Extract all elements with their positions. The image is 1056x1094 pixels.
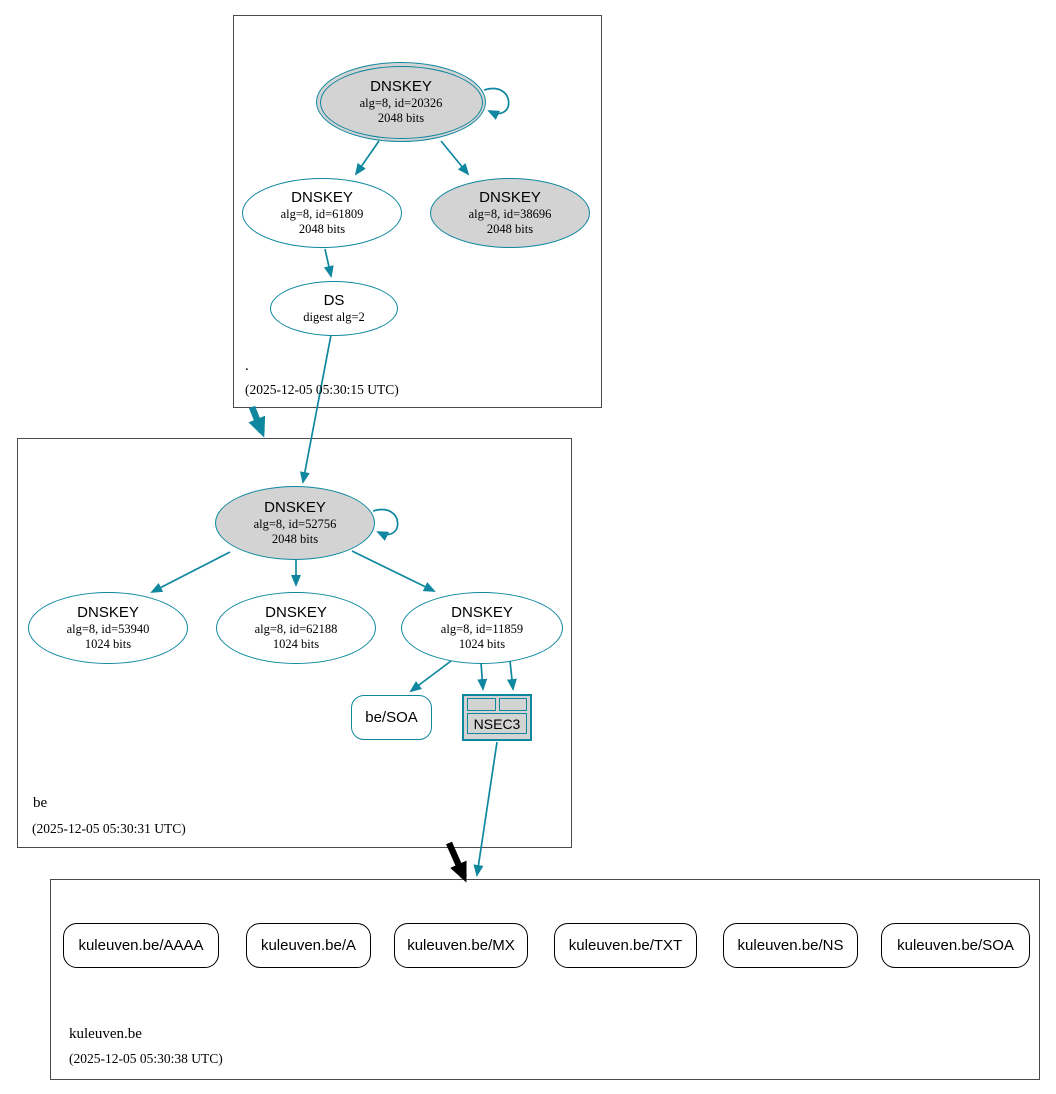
nsec3-rrsig-cells [467,698,527,711]
root-ksk2-title: DNSKEY [479,189,541,207]
kuleuven-zone-label: kuleuven.be [69,1026,142,1042]
rrset-kuleuven-mx[interactable]: kuleuven.be/MX [394,923,528,968]
be-zsk3-node[interactable]: DNSKEY alg=8, id=11859 1024 bits [401,592,563,664]
edge-be-ksk-selfloop [372,508,399,541]
root-ksk2-node[interactable]: DNSKEY alg=8, id=38696 2048 bits [430,178,590,248]
be-nsec3-node[interactable]: NSEC3 [462,694,532,741]
rrset-kuleuven-a-label: kuleuven.be/A [260,937,357,954]
edge-nsec3-proof-to-kuleuven [473,741,498,877]
root-ksk-node[interactable]: DNSKEY alg=8, id=20326 2048 bits [316,62,486,142]
edge-be-ksk-to-zsk1 [150,551,231,593]
root-zone-timestamp: (2025-12-05 05:30:15 UTC) [245,382,399,397]
rrset-kuleuven-soa-label: kuleuven.be/SOA [897,937,1014,954]
edge-root-ksk-to-zsk [354,140,380,176]
be-ksk-bits: 2048 bits [271,531,319,546]
root-zsk-title: DNSKEY [291,189,353,207]
edge-secure-delegation-root-be [248,405,266,438]
rrset-kuleuven-mx-label: kuleuven.be/MX [407,937,515,954]
be-ksk-node[interactable]: DNSKEY alg=8, id=52756 2048 bits [215,486,375,560]
be-soa-node[interactable]: be/SOA [351,695,432,740]
root-zsk-bits: 2048 bits [298,221,346,236]
be-zsk3-detail: alg=8, id=11859 [440,621,524,636]
edge-insecure-delegation-be-kuleuven [446,841,467,883]
root-zone-label: . [245,358,249,374]
be-zsk3-bits: 1024 bits [458,636,506,651]
edge-ds-to-be-ksk [299,334,332,484]
be-zone-label: be [33,795,48,811]
root-ksk-bits: 2048 bits [377,110,425,125]
be-zsk2-bits: 1024 bits [272,636,320,651]
rrset-kuleuven-txt[interactable]: kuleuven.be/TXT [554,923,697,968]
root-ksk-detail: alg=8, id=20326 [359,95,443,110]
root-ds-detail: digest alg=2 [303,309,365,324]
nsec3-rrsig-cell-left [467,698,496,711]
nsec3-label: NSEC3 [467,713,527,734]
edge-root-ksk-selfloop [483,87,510,120]
edge-be-zsk3-to-nsec3-left [477,662,488,691]
be-ksk-title: DNSKEY [264,499,326,517]
root-ds-title: DS [323,292,345,310]
be-ksk-detail: alg=8, id=52756 [253,516,337,531]
be-zsk2-title: DNSKEY [265,604,327,622]
root-zsk-detail: alg=8, id=61809 [280,206,364,221]
be-zsk3-title: DNSKEY [451,604,513,622]
kuleuven-zone-timestamp: (2025-12-05 05:30:38 UTC) [69,1051,223,1066]
be-zsk1-bits: 1024 bits [84,636,132,651]
be-zsk2-node[interactable]: DNSKEY alg=8, id=62188 1024 bits [216,592,376,664]
zone-box-root [233,15,602,408]
root-ksk-title: DNSKEY [370,78,432,96]
nsec3-rrsig-cell-right [498,698,527,711]
be-zone-timestamp: (2025-12-05 05:30:31 UTC) [32,821,186,836]
be-zsk1-detail: alg=8, id=53940 [66,621,150,636]
edge-be-zsk3-to-nsec3-right [506,660,517,691]
be-soa-label: be/SOA [365,709,418,726]
root-zsk-node[interactable]: DNSKEY alg=8, id=61809 2048 bits [242,178,402,248]
root-ksk2-bits: 2048 bits [486,221,534,236]
rrset-kuleuven-soa[interactable]: kuleuven.be/SOA [881,923,1030,968]
rrset-kuleuven-aaaa-label: kuleuven.be/AAAA [78,937,204,954]
be-zsk1-node[interactable]: DNSKEY alg=8, id=53940 1024 bits [28,592,188,664]
zone-box-be [17,438,572,848]
rrset-kuleuven-aaaa[interactable]: kuleuven.be/AAAA [63,923,219,968]
root-ds-node[interactable]: DS digest alg=2 [270,281,398,336]
edge-be-ksk-to-zsk3 [351,550,436,592]
edge-root-ksk-to-ksk2 [440,140,470,176]
rrset-kuleuven-ns-label: kuleuven.be/NS [737,937,844,954]
rrset-kuleuven-a[interactable]: kuleuven.be/A [246,923,371,968]
rrset-kuleuven-txt-label: kuleuven.be/TXT [568,937,683,954]
be-zsk2-detail: alg=8, id=62188 [254,621,338,636]
edge-root-zsk-to-ds [323,248,334,278]
root-ksk2-detail: alg=8, id=38696 [468,206,552,221]
rrset-kuleuven-ns[interactable]: kuleuven.be/NS [723,923,858,968]
zone-box-kuleuven [50,879,1040,1080]
be-zsk1-title: DNSKEY [77,604,139,622]
edge-be-zsk3-to-soa [409,660,452,693]
